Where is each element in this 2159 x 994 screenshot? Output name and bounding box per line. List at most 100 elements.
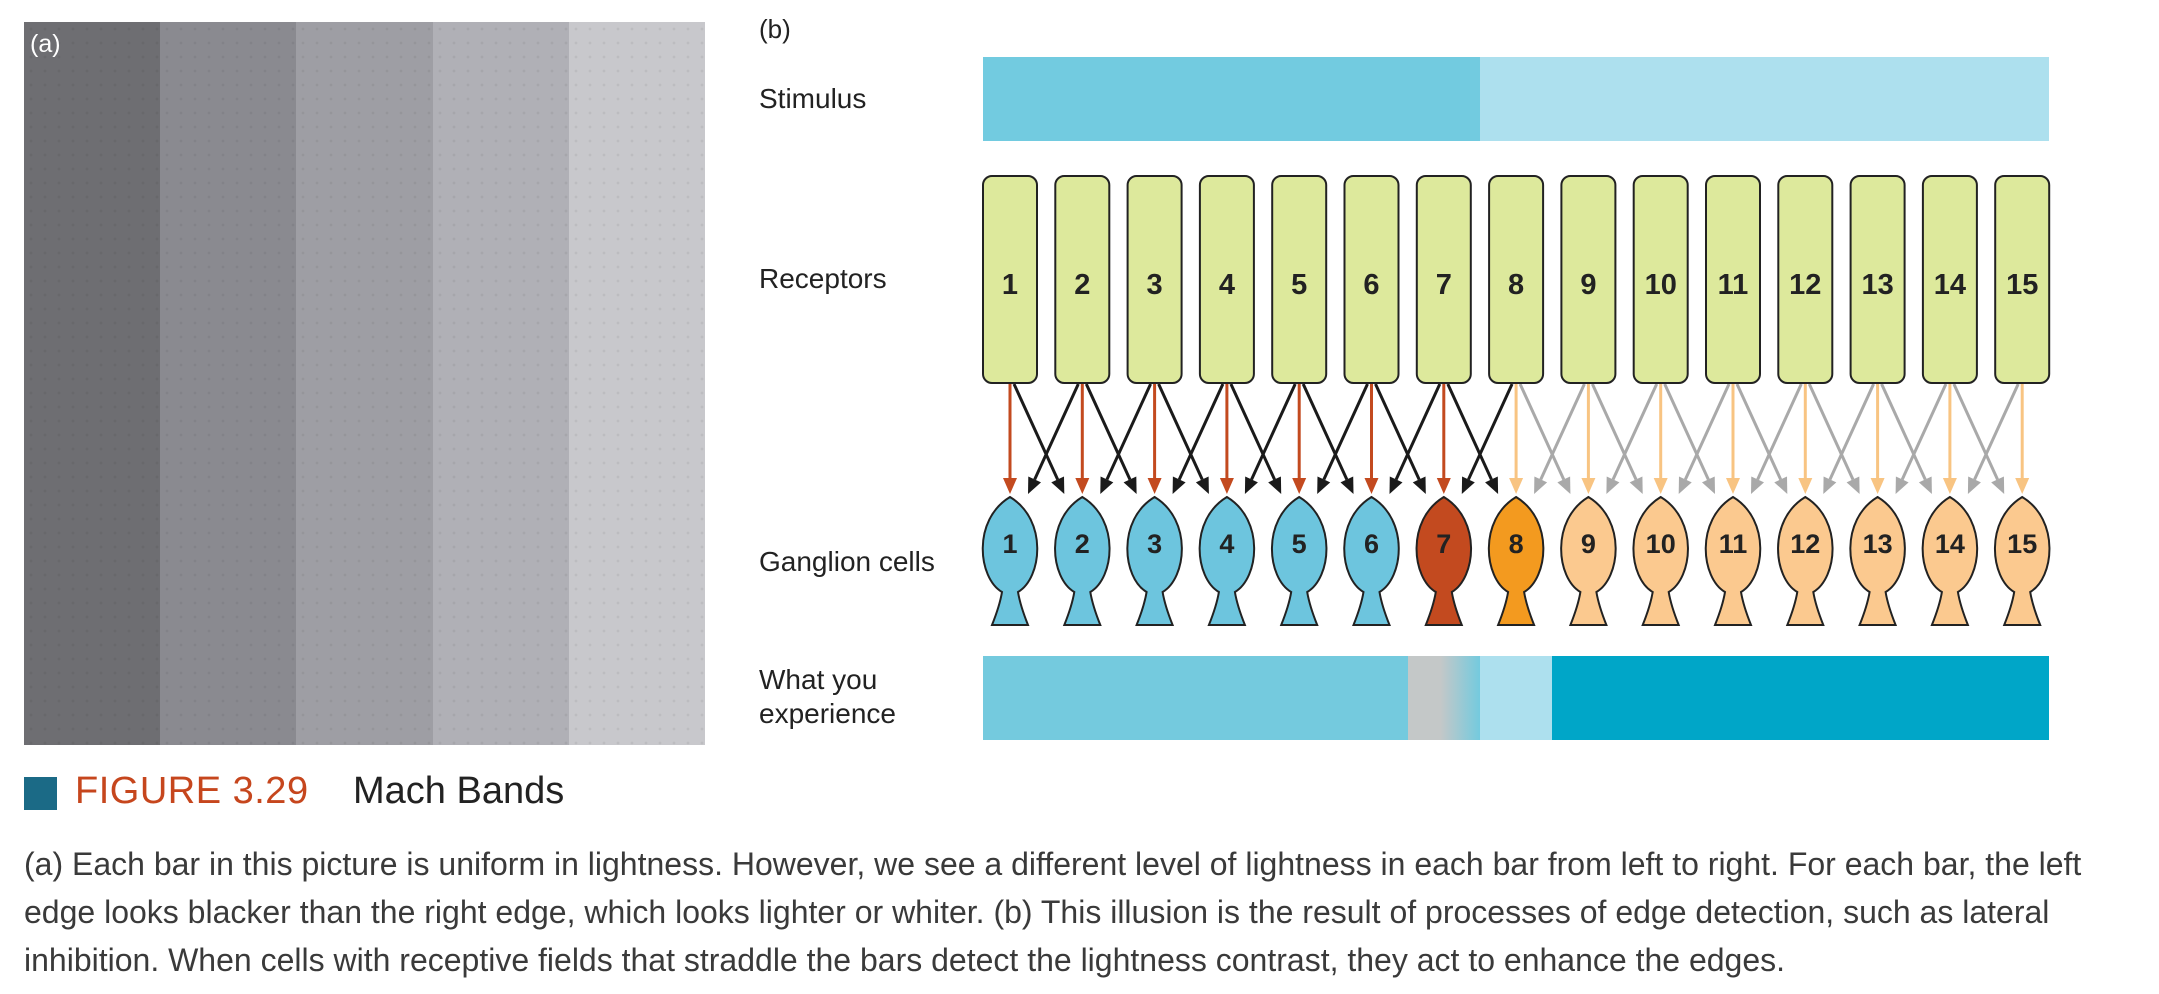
receptor-12: 12 <box>1777 175 1834 384</box>
arrow-lateral-right-8 <box>1518 383 1571 494</box>
arrow-lateral-left-11 <box>1678 383 1731 494</box>
experience-label-line1: What you <box>759 664 878 695</box>
arrow-lateral-right-5 <box>1301 383 1354 494</box>
receptor-13: 13 <box>1849 175 1906 384</box>
ganglion-number: 4 <box>1219 529 1234 559</box>
receptor-7: 7 <box>1415 175 1472 384</box>
arrow-lateral-left-14 <box>1895 383 1948 494</box>
receptor-6: 6 <box>1343 175 1400 384</box>
ganglion-cell-4: 4 <box>1198 495 1256 626</box>
connection-arrows <box>1003 383 2030 494</box>
receptor-2: 2 <box>1054 175 1111 384</box>
receptor-15: 15 <box>1994 175 2051 384</box>
receptor-10: 10 <box>1632 175 1689 384</box>
stimulus-dark-region <box>983 57 1480 141</box>
ganglion-cell-11: 11 <box>1704 495 1762 626</box>
arrow-direct-5 <box>1292 384 1307 494</box>
arrow-lateral-right-3 <box>1157 383 1209 494</box>
arrow-direct-12 <box>1798 384 1813 494</box>
receptor-9: 9 <box>1560 175 1617 384</box>
receptors-label: Receptors <box>759 263 887 294</box>
arrow-lateral-right-1 <box>1012 383 1065 494</box>
ganglion-number: 15 <box>2007 529 2037 559</box>
gray-bar-2 <box>160 22 297 745</box>
experience-left-region <box>983 656 1408 740</box>
ganglion-cell-2: 2 <box>1054 495 1111 626</box>
receptor-5: 5 <box>1271 175 1328 384</box>
receptor-number: 1 <box>1002 269 1018 301</box>
arrow-lateral-right-6 <box>1374 383 1426 494</box>
arrow-direct-7 <box>1436 384 1451 494</box>
arrow-direct-6 <box>1364 384 1379 494</box>
arrow-lateral-right-4 <box>1229 383 1282 494</box>
receptor-number: 14 <box>1934 269 1966 301</box>
receptor-4: 4 <box>1198 175 1255 384</box>
ganglion-cell-12: 12 <box>1777 495 1834 626</box>
arrow-lateral-right-14 <box>1952 383 2005 494</box>
receptor-3: 3 <box>1126 175 1183 384</box>
receptor-number: 9 <box>1580 269 1596 301</box>
gray-bar-3 <box>296 22 433 745</box>
ganglion-number: 14 <box>1935 529 1965 559</box>
arrow-direct-11 <box>1726 384 1740 494</box>
experience-light-band <box>1480 656 1552 740</box>
ganglion-number: 3 <box>1147 529 1162 559</box>
mach-band-panel <box>24 22 705 745</box>
arrow-lateral-left-3 <box>1100 383 1152 494</box>
arrow-direct-10 <box>1653 384 1668 494</box>
ganglion-number: 1 <box>1002 529 1017 559</box>
arrow-direct-3 <box>1147 384 1162 494</box>
receptor-number: 8 <box>1508 269 1524 301</box>
arrow-direct-8 <box>1509 384 1524 494</box>
ganglion-cell-3: 3 <box>1126 495 1183 626</box>
arrow-lateral-left-10 <box>1606 383 1659 494</box>
stimulus-light-region <box>1480 57 2049 141</box>
figure-number: FIGURE 3.29 <box>75 770 309 812</box>
arrow-lateral-left-9 <box>1534 383 1586 494</box>
ganglion-cell-13: 13 <box>1849 495 1906 626</box>
receptor-number: 13 <box>1861 269 1893 301</box>
arrow-lateral-left-2 <box>1028 383 1080 494</box>
ganglion-cell-7: 7 <box>1415 495 1473 626</box>
arrow-direct-9 <box>1581 384 1596 494</box>
ganglion-number: 5 <box>1292 529 1307 559</box>
arrow-lateral-left-12 <box>1751 383 1803 494</box>
gray-bar-5 <box>568 22 705 745</box>
arrow-direct-14 <box>1942 384 1957 494</box>
receptor-number: 15 <box>2006 269 2038 301</box>
receptor-8: 8 <box>1488 175 1545 384</box>
ganglion-number: 10 <box>1646 529 1676 559</box>
receptor-number: 6 <box>1363 269 1379 301</box>
receptor-number: 12 <box>1789 269 1821 301</box>
ganglion-cell-9: 9 <box>1560 495 1617 626</box>
stimulus-label: Stimulus <box>759 83 867 114</box>
ganglion-number: 12 <box>1790 529 1820 559</box>
ganglion-number: 11 <box>1719 529 1748 559</box>
figure-marker-square <box>24 777 57 810</box>
figure-title: Mach Bands <box>353 770 565 812</box>
arrow-lateral-right-2 <box>1084 383 1137 494</box>
gray-bar-1 <box>24 22 161 745</box>
receptor-number: 10 <box>1645 269 1677 301</box>
ganglion-cell-10: 10 <box>1632 495 1689 626</box>
arrow-lateral-left-5 <box>1244 383 1297 494</box>
receptor-number: 3 <box>1147 269 1163 301</box>
panel-a-label: (a) <box>30 30 61 58</box>
receptor-number: 5 <box>1291 269 1307 301</box>
ganglion-cell-15: 15 <box>1993 495 2051 626</box>
arrow-lateral-right-9 <box>1591 383 1643 494</box>
receptor-number: 7 <box>1436 269 1452 301</box>
receptor-11: 11 <box>1705 175 1761 384</box>
ganglion-cell-8: 8 <box>1487 495 1545 626</box>
ganglion-number: 13 <box>1863 529 1893 559</box>
arrow-lateral-right-7 <box>1446 383 1499 494</box>
experience-label-line2: experience <box>759 698 896 729</box>
experience-right-region <box>1552 656 2049 740</box>
receptor-number: 4 <box>1219 269 1235 301</box>
experience-dark-band <box>1408 656 1480 740</box>
arrow-direct-15 <box>2015 384 2030 494</box>
arrow-direct-1 <box>1003 384 1017 494</box>
